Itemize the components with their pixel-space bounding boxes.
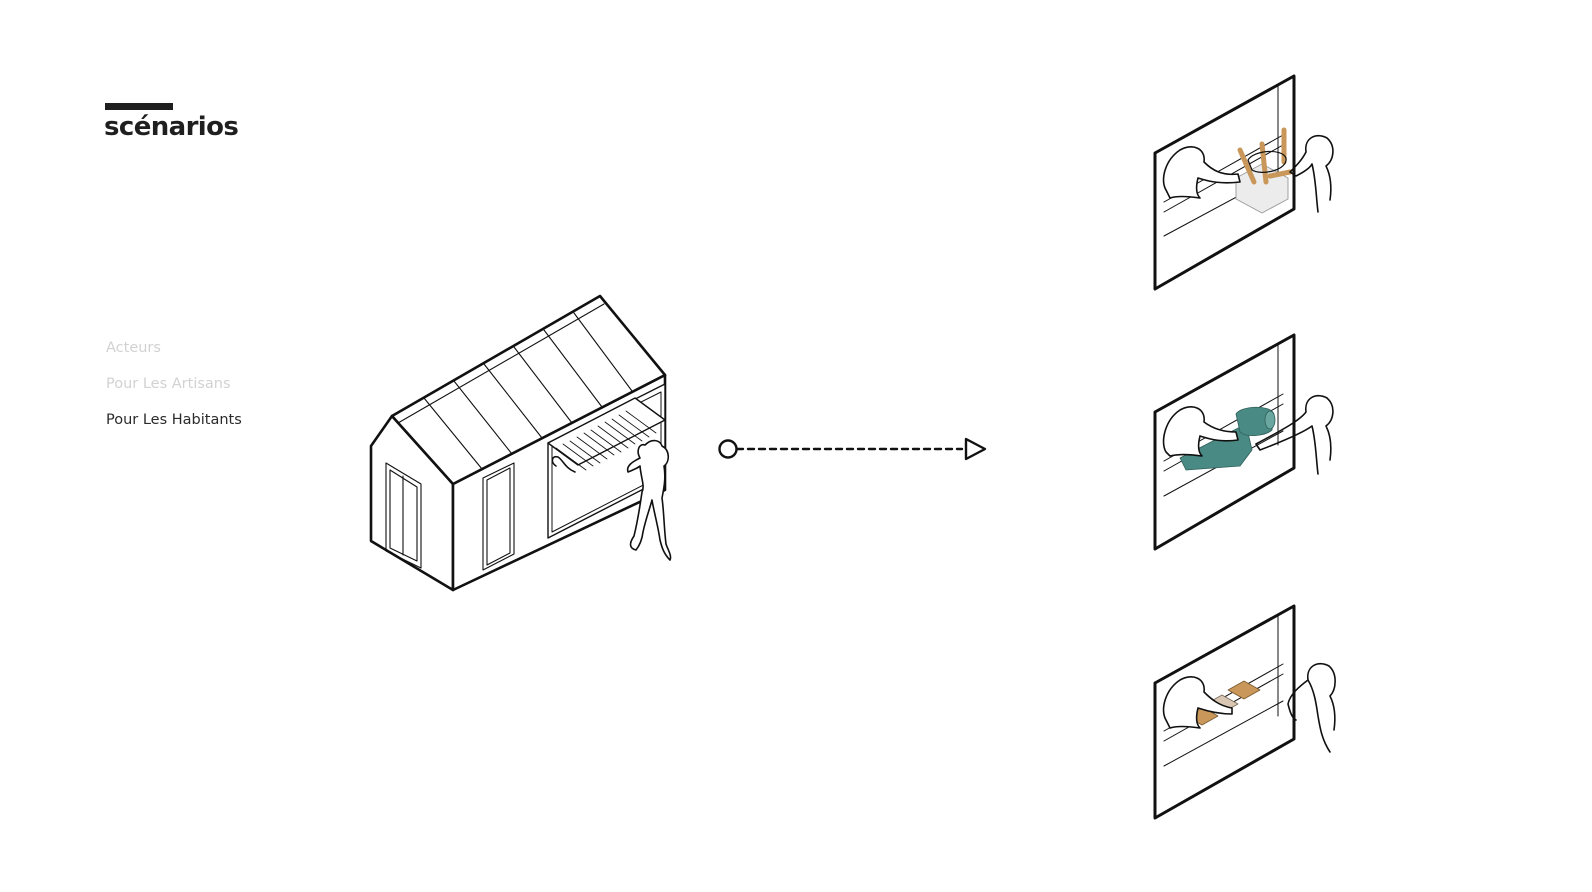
page-title: scénarios (104, 112, 239, 142)
chair-repair-icon (1153, 74, 1334, 291)
section-nav: Acteurs Pour Les Artisans Pour Les Habit… (106, 337, 242, 445)
kiosk-house-icon (369, 294, 672, 592)
title-accent-bar (105, 103, 173, 110)
nav-item-pour-les-habitants[interactable]: Pour Les Habitants (106, 412, 242, 428)
nav-item-pour-les-artisans[interactable]: Pour Les Artisans (106, 376, 231, 392)
nav-item-acteurs[interactable]: Acteurs (106, 340, 161, 356)
dashed-arrow-icon (718, 437, 987, 461)
fabric-roll-icon (1153, 333, 1334, 551)
samples-icon (1153, 604, 1336, 820)
